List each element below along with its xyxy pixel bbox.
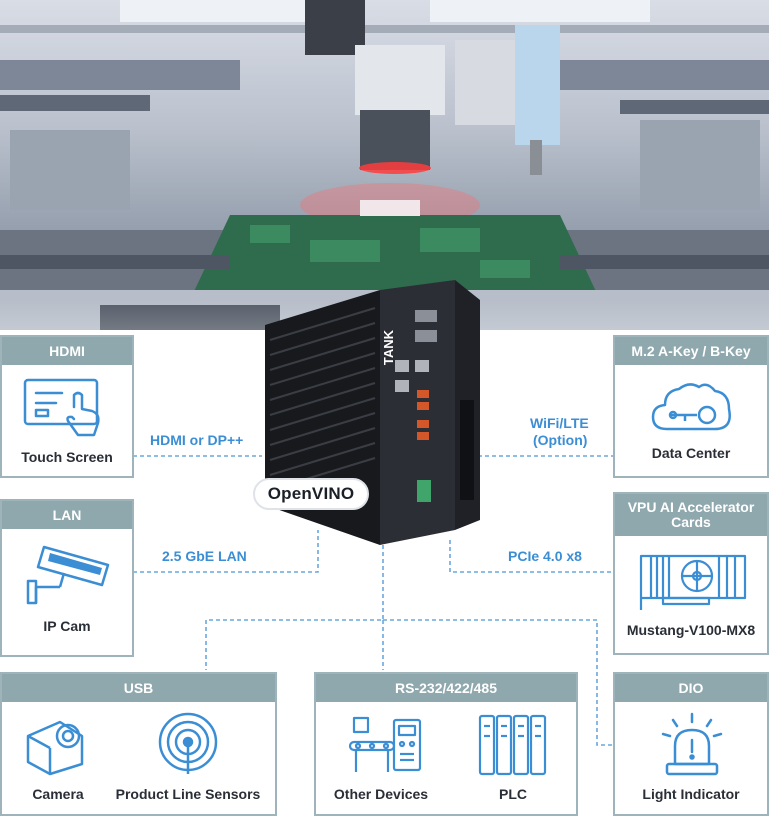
openvino-label: OpenVINO: [267, 484, 355, 503]
other-devices-caption: Other Devices: [333, 786, 429, 802]
camera-caption: Camera: [32, 786, 84, 802]
touch-screen-icon: [23, 378, 100, 437]
m2-card: M.2 A-Key / B-Key Data Center: [613, 335, 769, 478]
mustang-caption: Mustang-V100-MX8: [626, 622, 756, 638]
plc-caption: PLC: [499, 786, 527, 802]
data-center-caption: Data Center: [651, 445, 731, 461]
touch-screen-caption: Touch Screen: [21, 449, 113, 465]
pcie-link-label: PCIe 4.0 x8: [508, 548, 582, 564]
lan-card: LAN IP Cam: [0, 499, 134, 657]
product-line-sensors-caption: Product Line Sensors: [115, 786, 261, 802]
wifi-link-label-line2: (Option): [533, 432, 588, 448]
dio-header: DIO: [615, 674, 767, 702]
ip-camera-icon: [26, 545, 110, 605]
cloud-icon: [651, 383, 731, 431]
conveyor-icon: [348, 716, 422, 772]
dio-card: DIO Light Indicator: [613, 672, 769, 816]
pcie-line: [449, 540, 613, 573]
accelerator-card-icon: [639, 554, 747, 610]
usb-card: USB Camera Product Line Sensors: [0, 672, 277, 816]
wifi-link-label-line1: WiFi/LTE: [530, 415, 589, 431]
usb-line: [205, 545, 384, 670]
lan-link-label: 2.5 GbE LAN: [162, 548, 247, 564]
lan-line: [133, 530, 319, 573]
plc-icon: [478, 714, 547, 776]
vpu-header: VPU AI Accelerator Cards: [615, 494, 767, 536]
ip-cam-caption: IP Cam: [43, 618, 91, 634]
m2-header: M.2 A-Key / B-Key: [615, 337, 767, 365]
hdmi-link-label: HDMI or DP++: [150, 432, 244, 448]
lan-header: LAN: [2, 501, 132, 529]
tank-brand-label: TANK: [381, 329, 396, 365]
hdmi-header: HDMI: [2, 337, 132, 365]
camera-icon: [26, 720, 84, 776]
rs232-card: RS-232/422/485 Other Devices PLC: [314, 672, 578, 816]
rs232-header: RS-232/422/485: [316, 674, 576, 702]
dio-line: [383, 619, 613, 746]
light-indicator-caption: Light Indicator: [642, 786, 740, 802]
sensor-icon: [158, 712, 218, 774]
warning-light-icon: [661, 712, 723, 776]
openvino-badge: OpenVINO: [253, 478, 369, 510]
usb-header: USB: [2, 674, 275, 702]
hdmi-card: HDMI Touch Screen: [0, 335, 134, 478]
vpu-card: VPU AI Accelerator Cards Mustang-V100-MX…: [613, 492, 769, 655]
